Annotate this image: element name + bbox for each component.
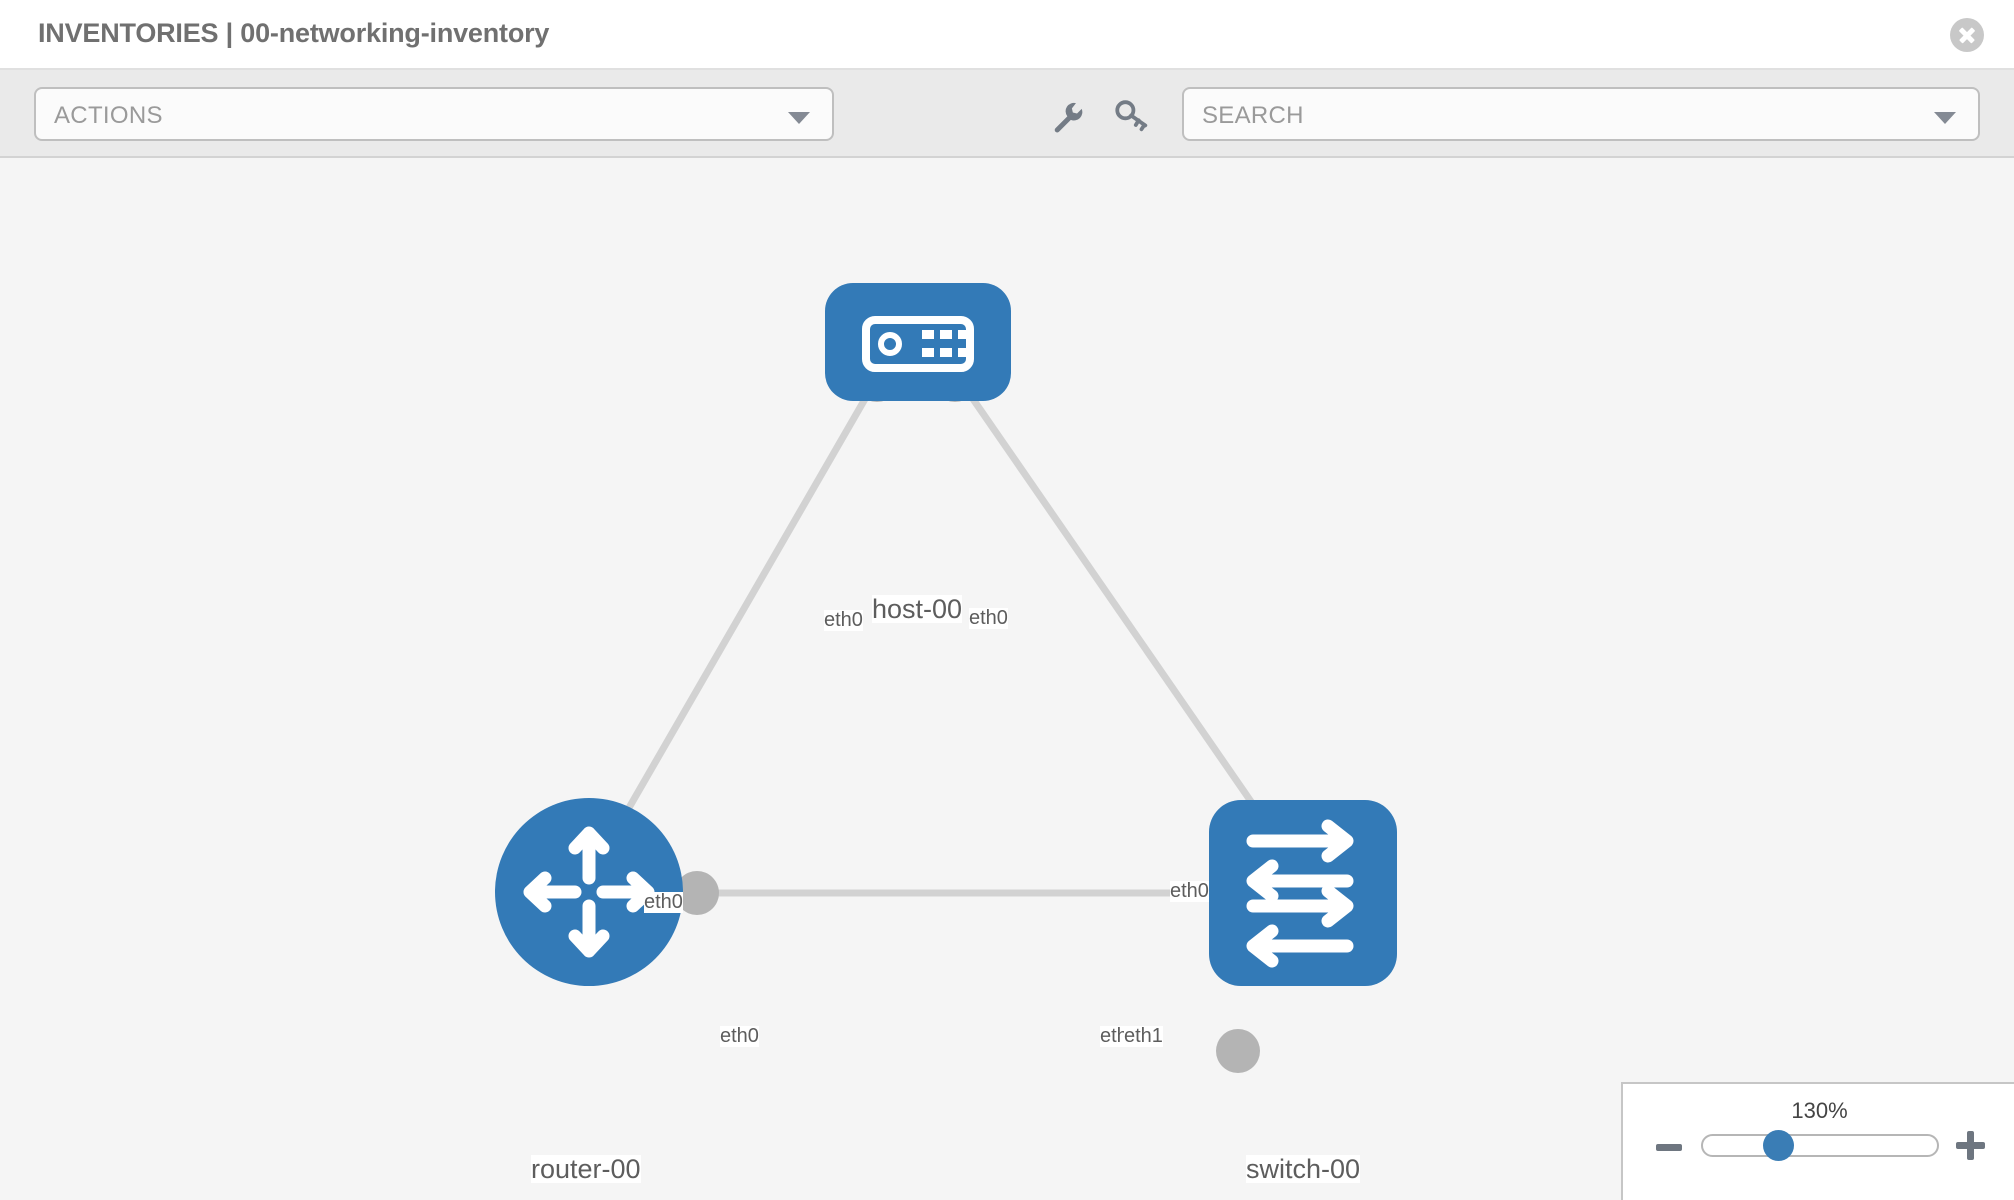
edge-label-host-right: eth0: [969, 607, 1008, 629]
search-placeholder: SEARCH: [1202, 102, 1304, 129]
link-group: [596, 371, 1293, 897]
edge-label-router-eth0: eth0: [720, 1025, 759, 1047]
chevron-down-icon: [788, 112, 810, 124]
link-host-switch: [952, 371, 1293, 860]
close-icon[interactable]: [1950, 18, 1984, 52]
port-group: [675, 358, 1260, 1073]
port-router-eth0-right: [675, 871, 719, 915]
zoom-out-button[interactable]: [1656, 1144, 1682, 1151]
wrench-icon[interactable]: [1046, 96, 1086, 134]
topology-graph: [495, 283, 1397, 1073]
chevron-down-icon[interactable]: [1934, 112, 1956, 124]
edge-label-switch-eth0-overlap: eth: [1100, 1025, 1128, 1047]
node-host-00[interactable]: [825, 283, 1011, 401]
page-title: INVENTORIES | 00-networking-inventory: [38, 18, 550, 48]
edge-label-switch-up: eth0: [1170, 880, 1209, 902]
link-host-router: [596, 371, 884, 860]
node-switch-00[interactable]: [1209, 800, 1397, 986]
toolbar: ACTIONS SEARCH: [0, 70, 2014, 158]
edge-label-host-left: eth0: [824, 609, 863, 631]
topology-canvas[interactable]: host-00 router-00 switch-00 eth0 eth0 et…: [0, 158, 2014, 1200]
zoom-slider-thumb[interactable]: [1763, 1130, 1794, 1161]
edge-label-router-up: eth0: [644, 891, 683, 913]
port-switch-eth1: [1216, 1029, 1260, 1073]
actions-dropdown[interactable]: ACTIONS: [34, 87, 834, 141]
node-label-switch: switch-00: [1246, 1154, 1361, 1184]
zoom-control-panel: 130%: [1621, 1082, 2014, 1200]
zoom-in-button[interactable]: [1956, 1131, 1985, 1160]
node-label-host: host-00: [872, 594, 963, 624]
key-icon[interactable]: [1112, 96, 1152, 134]
search-input[interactable]: SEARCH: [1182, 87, 1980, 141]
node-label-router: router-00: [531, 1154, 641, 1184]
page-header: INVENTORIES | 00-networking-inventory: [0, 0, 2014, 70]
zoom-percent-label: 130%: [1791, 1098, 1848, 1123]
edge-label-switch-eth1: eth1: [1124, 1025, 1163, 1047]
zoom-slider-track[interactable]: [1701, 1134, 1939, 1157]
actions-dropdown-label: ACTIONS: [54, 102, 163, 129]
